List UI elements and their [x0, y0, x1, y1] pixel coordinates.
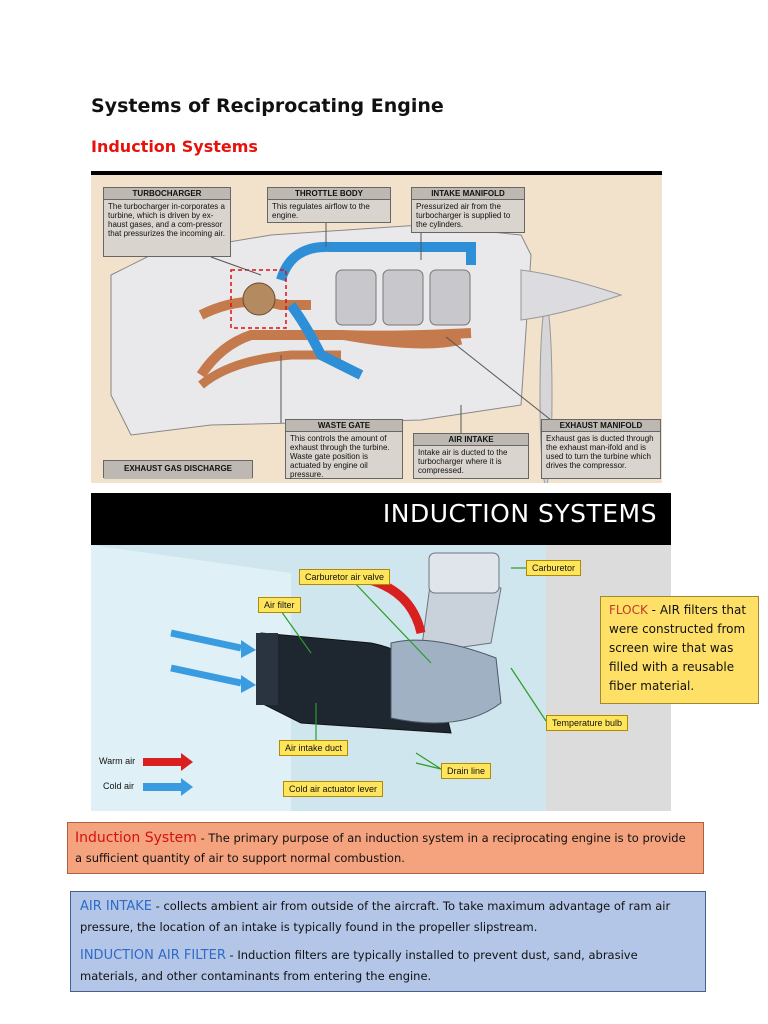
- callout-body: This regulates airflow to the engine.: [272, 202, 370, 220]
- air-filter-text: - Induction filters are typically instal…: [80, 948, 638, 983]
- induction-system-term: Induction System: [75, 830, 197, 846]
- callout-body: This controls the amount of exhaust thro…: [290, 434, 390, 479]
- turbocharger-callout: TURBOCHARGER The turbocharger in-corpora…: [103, 187, 231, 257]
- callout-body: The turbocharger in-corporates a turbine…: [108, 202, 225, 238]
- exhaust-discharge-callout: EXHAUST GAS DISCHARGE: [103, 460, 253, 479]
- label-cold-air-actuator-lever: Cold air actuator lever: [283, 781, 384, 797]
- throttle-body-callout: THROTTLE BODY This regulates airflow to …: [267, 187, 391, 223]
- induction-system-text: - The primary purpose of an induction sy…: [75, 831, 686, 865]
- air-intake-box: AIR INTAKE - collects ambient air from o…: [70, 891, 706, 992]
- air-filter-term: INDUCTION AIR FILTER: [80, 948, 226, 963]
- air-intake-callout: AIR INTAKE Intake air is ducted to the t…: [413, 433, 529, 479]
- callout-title: EXHAUST GAS DISCHARGE: [104, 461, 252, 479]
- induction-system-box: Induction System - The primary purpose o…: [67, 822, 704, 874]
- label-carburetor-air-valve: Carburetor air valve: [299, 569, 391, 585]
- callout-body: Intake air is ducted to the turbocharger…: [418, 448, 508, 475]
- exhaust-manifold-callout: EXHAUST MANIFOLD Exhaust gas is ducted t…: [541, 419, 661, 479]
- label-air-filter: Air filter: [258, 597, 301, 613]
- engine-illustration: [110, 220, 623, 483]
- callout-title: WASTE GATE: [286, 420, 402, 432]
- callout-title: AIR INTAKE: [414, 434, 528, 446]
- air-intake-text: - collects ambient air from outside of t…: [80, 899, 671, 934]
- section-title: Induction Systems: [91, 137, 258, 156]
- label-drain-line: Drain line: [441, 763, 492, 779]
- waste-gate-callout: WASTE GATE This controls the amount of e…: [285, 419, 403, 479]
- label-temperature-bulb: Temperature bulb: [546, 715, 629, 731]
- air-intake-term: AIR INTAKE: [80, 899, 153, 914]
- flock-term: FLOCK: [609, 603, 648, 617]
- flock-note: FLOCK - AIR filters that were constructe…: [600, 596, 759, 704]
- page-title: Systems of Reciprocating Engine: [91, 95, 444, 117]
- label-carburetor: Carburetor: [526, 560, 582, 576]
- callout-title: EXHAUST MANIFOLD: [542, 420, 660, 432]
- induction-systems-diagram: INDUCTION SYSTEMS Carburetor air valve C…: [91, 493, 671, 811]
- label-air-intake-duct: Air intake duct: [279, 740, 349, 756]
- legend-warm-air: Warm air: [99, 756, 136, 766]
- callout-body: Exhaust gas is ducted through the exhaus…: [546, 434, 654, 470]
- flock-text: - AIR filters that were constructed from…: [609, 603, 747, 693]
- callout-title: TURBOCHARGER: [104, 188, 230, 200]
- diagram-title: INDUCTION SYSTEMS: [382, 499, 657, 528]
- callout-title: THROTTLE BODY: [268, 188, 390, 200]
- turbocharger-diagram: TURBOCHARGER The turbocharger in-corpora…: [91, 171, 662, 483]
- callout-title: INTAKE MANIFOLD: [412, 188, 524, 200]
- callout-body: Pressurized air from the turbocharger is…: [416, 202, 511, 229]
- intake-manifold-callout: INTAKE MANIFOLD Pressurized air from the…: [411, 187, 525, 233]
- carburetor-illustration: [91, 545, 671, 811]
- air-intake-paragraph: AIR INTAKE - collects ambient air from o…: [80, 896, 696, 937]
- legend-cold-air: Cold air: [103, 781, 135, 791]
- air-filter-paragraph: INDUCTION AIR FILTER - Induction filters…: [80, 945, 696, 986]
